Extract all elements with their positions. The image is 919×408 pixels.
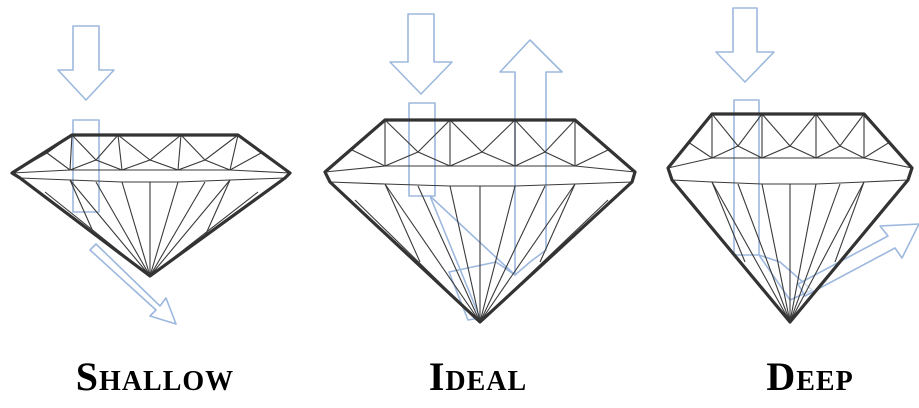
shallow-outline (12, 135, 290, 276)
ideal-incoming-light-arrow (390, 14, 452, 94)
ideal-label: Ideal (378, 352, 578, 402)
shallow-incoming-light-arrow (58, 26, 114, 100)
ideal-outgoing-light-arrow (500, 40, 562, 275)
deep-incoming-light-arrow (716, 8, 774, 82)
deep-outgoing-light-arrow (798, 224, 919, 296)
deep-label: Deep (715, 352, 905, 402)
ideal-light-beam-down (409, 103, 435, 196)
shallow-diamond (12, 26, 290, 324)
shallow-label: Shallow (60, 352, 250, 402)
deep-diamond (668, 8, 919, 322)
ideal-diamond (325, 14, 635, 322)
